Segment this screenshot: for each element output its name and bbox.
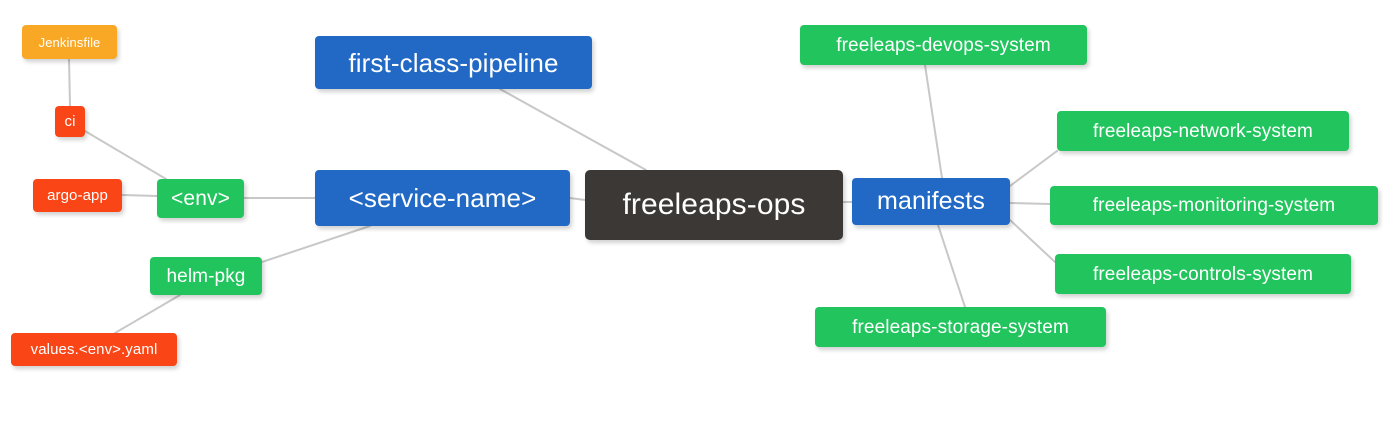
node-label-values-env-yaml: values.<env>.yaml <box>30 341 158 358</box>
mindmap-node-values-env-yaml[interactable]: values.<env>.yaml <box>11 333 177 366</box>
mindmap-node-freeleaps-storage-system[interactable]: freeleaps-storage-system <box>815 307 1106 347</box>
node-label-helm-pkg: helm-pkg <box>166 265 246 287</box>
node-label-ci: ci <box>64 113 76 130</box>
mindmap-node-freeleaps-controls-system[interactable]: freeleaps-controls-system <box>1055 254 1351 294</box>
node-label-freeleaps-controls-system: freeleaps-controls-system <box>1092 263 1314 285</box>
node-label-freeleaps-ops: freeleaps-ops <box>622 188 806 221</box>
mindmap-node-env[interactable]: <env> <box>157 179 244 218</box>
mindmap-node-manifests[interactable]: manifests <box>852 178 1010 225</box>
mindmap-node-ci[interactable]: ci <box>55 106 85 137</box>
node-label-freeleaps-monitoring-system: freeleaps-monitoring-system <box>1092 195 1336 216</box>
mindmap-node-freeleaps-monitoring-system[interactable]: freeleaps-monitoring-system <box>1050 186 1378 225</box>
mindmap-node-freeleaps-ops[interactable]: freeleaps-ops <box>585 170 843 240</box>
node-label-freeleaps-storage-system: freeleaps-storage-system <box>852 316 1069 338</box>
node-label-env: <env> <box>171 187 230 210</box>
mindmap-node-first-class-pipeline[interactable]: first-class-pipeline <box>315 36 592 89</box>
node-label-freeleaps-devops-system: freeleaps-devops-system <box>836 34 1051 56</box>
node-label-argo-app: argo-app <box>47 187 108 204</box>
node-label-jenkinsfile: Jenkinsfile <box>38 34 101 50</box>
node-label-first-class-pipeline: first-class-pipeline <box>348 47 559 78</box>
mindmap-node-helm-pkg[interactable]: helm-pkg <box>150 257 262 295</box>
mindmap-node-jenkinsfile[interactable]: Jenkinsfile <box>22 25 117 59</box>
node-label-manifests: manifests <box>877 187 985 215</box>
mindmap-node-argo-app[interactable]: argo-app <box>33 179 122 212</box>
node-label-freeleaps-network-system: freeleaps-network-system <box>1093 120 1313 142</box>
node-label-service-name: <service-name> <box>348 183 537 213</box>
mindmap-node-freeleaps-network-system[interactable]: freeleaps-network-system <box>1057 111 1349 151</box>
mindmap-node-freeleaps-devops-system[interactable]: freeleaps-devops-system <box>800 25 1087 65</box>
mindmap-node-service-name[interactable]: <service-name> <box>315 170 570 226</box>
